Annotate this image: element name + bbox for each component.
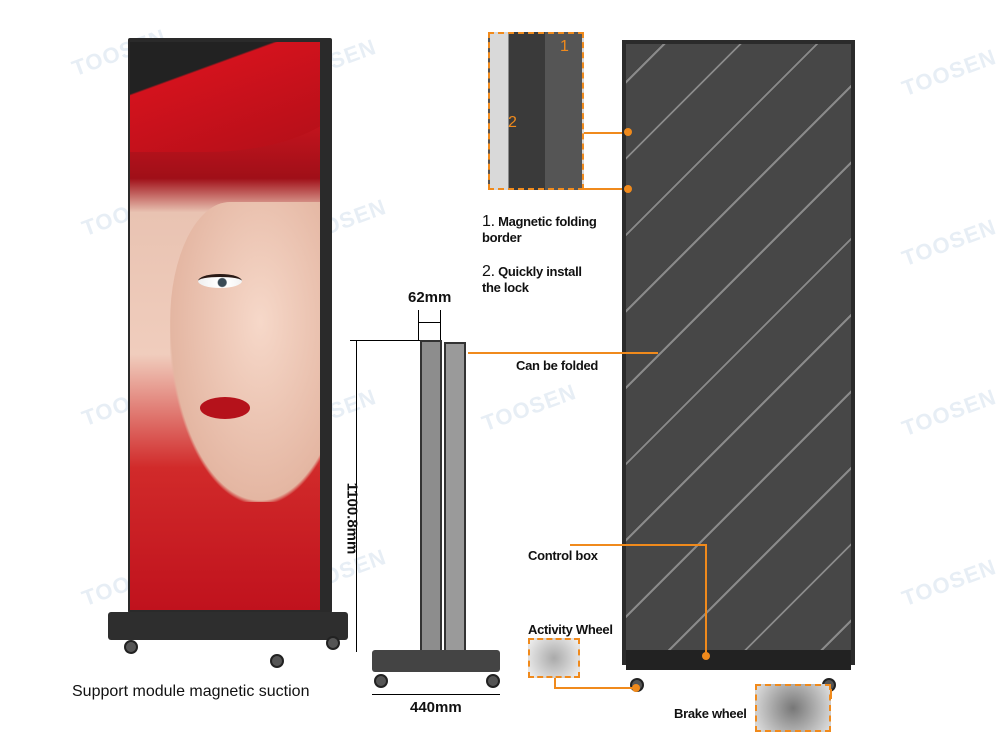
dimension-line: [418, 310, 419, 340]
watermark: TOOSEN: [478, 378, 580, 437]
control-box-strip: [626, 650, 851, 670]
inset-number: 2: [508, 114, 517, 131]
face: [170, 202, 320, 502]
num: 2.: [482, 263, 495, 280]
watermark: TOOSEN: [898, 553, 1000, 612]
callout-install-lock: 2. Quickly install the lock: [482, 264, 592, 296]
depth-label: 62mm: [408, 289, 452, 306]
watermark: TOOSEN: [898, 213, 1000, 272]
inset-photo: 1 2: [488, 32, 584, 190]
dimension-line: [418, 322, 440, 323]
callout-dot: [624, 128, 632, 136]
dimension-line: [350, 340, 420, 341]
lips: [200, 397, 250, 419]
wheel: [270, 654, 284, 668]
callout-line: [584, 188, 628, 190]
callout-line: [554, 687, 636, 689]
dimension-line: [372, 694, 500, 695]
base-width-label: 440mm: [410, 699, 462, 716]
callout-line: [468, 352, 658, 354]
left-caption: Support module magnetic suction: [72, 683, 310, 700]
callout-activity-wheel: Activity Wheel: [528, 622, 613, 637]
watermark: TOOSEN: [898, 383, 1000, 442]
callout-line: [830, 689, 832, 699]
inset-number: 1: [560, 38, 569, 55]
poster-screen-image: [130, 42, 320, 610]
callout-line: [705, 544, 707, 654]
callout-line: [570, 544, 706, 546]
wheel: [486, 674, 500, 688]
callout-control-box: Control box: [528, 548, 598, 563]
callout-dot: [624, 185, 632, 193]
side-frame-back: [444, 342, 466, 655]
side-frame-front: [420, 340, 442, 655]
callout-folded: Can be folded: [516, 358, 599, 373]
brake-wheel-photo: [755, 684, 831, 732]
dimension-line: [356, 340, 357, 652]
callout-magnetic-border: 1. Magnetic folding border: [482, 214, 612, 246]
text: Magnetic folding border: [482, 214, 597, 245]
text: Quickly install the lock: [482, 264, 582, 295]
num: 1.: [482, 213, 495, 230]
activity-wheel-photo: [528, 638, 580, 678]
callout-dot: [632, 684, 640, 692]
callout-line: [584, 132, 628, 134]
callout-brake-wheel: Brake wheel: [674, 706, 747, 721]
watermark: TOOSEN: [898, 43, 1000, 102]
callout-line: [554, 678, 556, 688]
red-hat: [130, 42, 320, 152]
wheel: [374, 674, 388, 688]
wheel: [326, 636, 340, 650]
poster-base: [108, 612, 348, 640]
eye: [198, 274, 242, 288]
dimension-line: [440, 310, 441, 340]
back-panel: [622, 40, 855, 665]
height-label: 1100.8mm: [343, 482, 361, 555]
callout-dot: [702, 652, 710, 660]
side-base: [372, 650, 500, 672]
wheel: [124, 640, 138, 654]
